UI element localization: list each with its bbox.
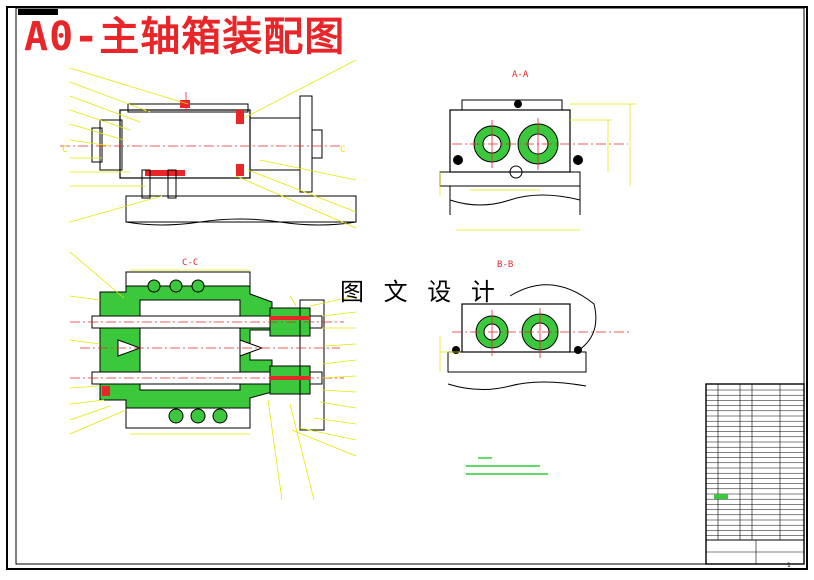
view-label-cc: C-C [182,258,199,268]
technical-notes [466,457,548,475]
view-label-aa: A-A [512,70,529,80]
outer-frame [6,6,808,570]
main-view: C C [60,59,357,229]
inner-frame [15,7,805,565]
section-aa-view [439,99,636,231]
title-block [705,383,805,565]
sheet-number: 1 [787,562,791,569]
frame-corner-mark [18,9,58,15]
svg-text:C: C [340,145,345,155]
drawing-title: A0-主轴箱装配图 [24,14,346,60]
view-label-bb: B-B [497,260,514,270]
section-cc-view [69,251,357,501]
section-bb-view [439,284,630,390]
watermark-text: 图 文 设 计 [340,278,501,306]
svg-text:C: C [62,145,67,155]
